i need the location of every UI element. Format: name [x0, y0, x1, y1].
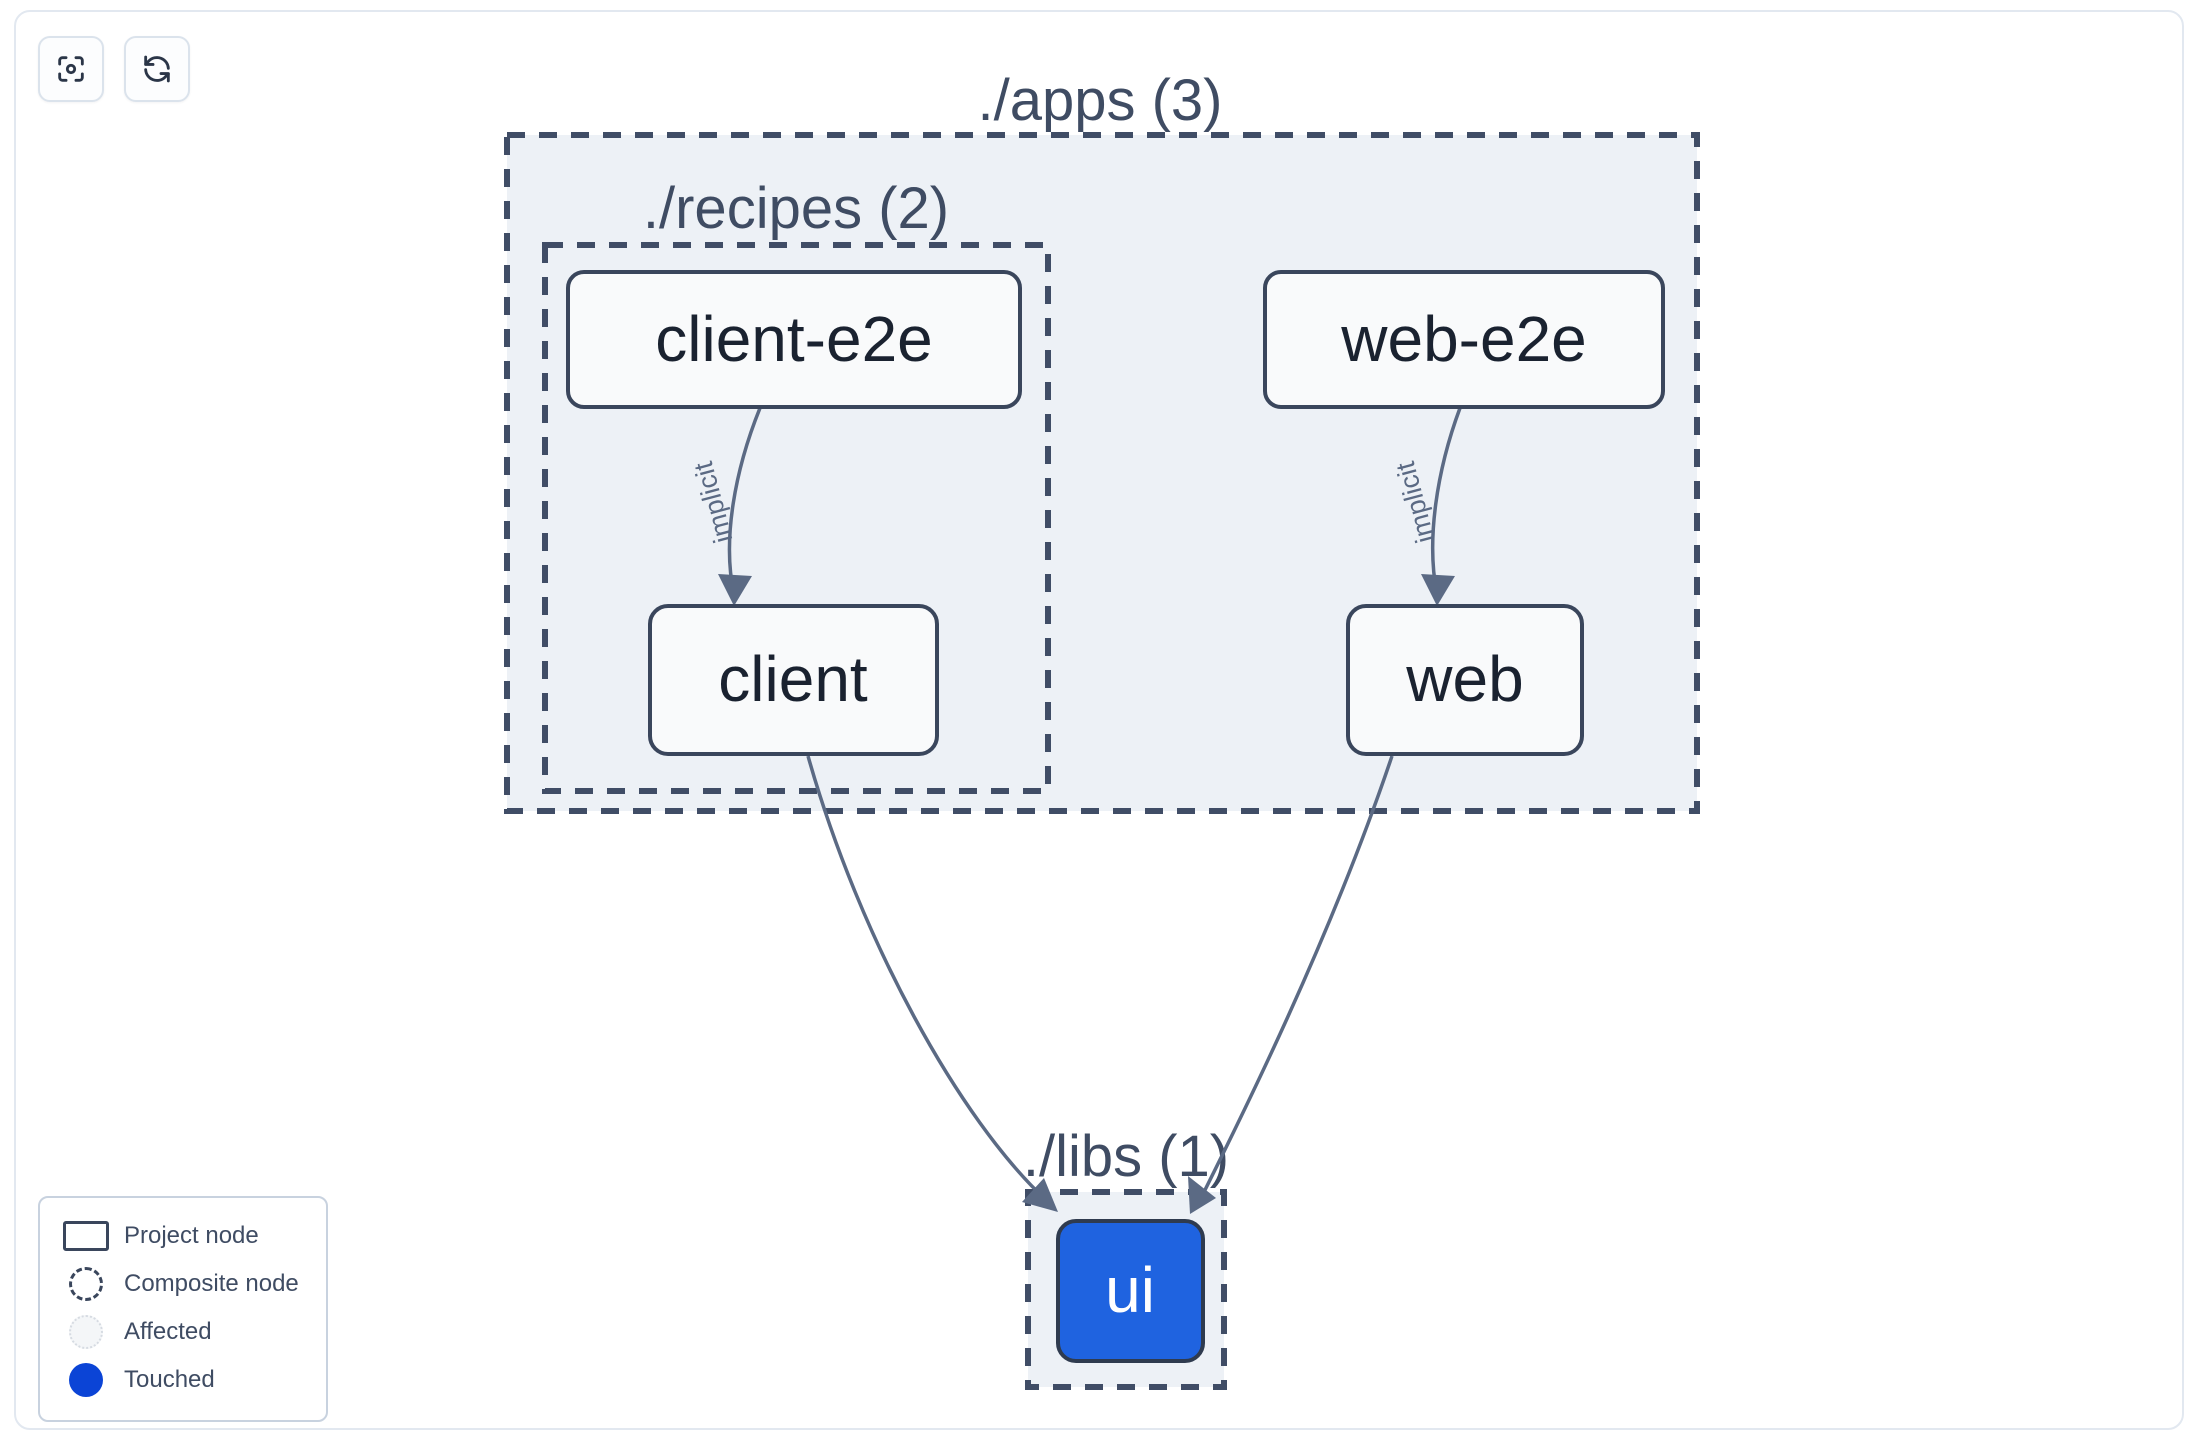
node-client-e2e-rect[interactable] — [566, 270, 1022, 409]
legend-item-affected: Affected — [58, 1308, 308, 1356]
project-node-swatch — [58, 1221, 114, 1251]
edge-web-to-ui-arrow — [1188, 1176, 1216, 1214]
focus-target-icon — [54, 52, 88, 86]
edge-client-to-ui-arrow — [1022, 1178, 1058, 1212]
touched-swatch — [58, 1363, 114, 1397]
node-client-e2e-label: client-e2e — [655, 303, 933, 375]
legend-label-touched: Touched — [124, 1366, 215, 1393]
group-recipes-label: ./recipes (2) — [643, 176, 949, 241]
node-client-label: client — [718, 643, 868, 715]
node-ui[interactable]: ui — [1056, 1219, 1205, 1363]
edge-web-to-ui-path — [1198, 755, 1394, 1201]
node-client[interactable]: client — [648, 604, 939, 756]
graph-toolbar — [38, 36, 190, 102]
node-client-rect[interactable] — [648, 604, 939, 756]
focus-button[interactable] — [38, 36, 104, 102]
edge-web-to-ui[interactable] — [1188, 755, 1394, 1214]
legend-label-project-node: Project node — [124, 1222, 259, 1249]
edge-client-to-ui[interactable] — [806, 755, 1058, 1212]
refresh-button[interactable] — [124, 36, 190, 102]
node-web-e2e[interactable]: web-e2e — [1263, 270, 1665, 409]
edge-client-e2e-to-client-arrow — [718, 574, 752, 606]
edge-web-e2e-to-web-arrow — [1421, 574, 1455, 606]
affected-swatch — [58, 1315, 114, 1349]
legend-label-composite-node: Composite node — [124, 1270, 299, 1297]
group-libs-label: ./libs (1) — [1023, 1124, 1229, 1189]
graph-legend: Project node Composite node Affected Tou… — [38, 1196, 328, 1422]
nodes-layer: client-e2e web-e2e client web ui — [566, 270, 1665, 1363]
legend-item-touched: Touched — [58, 1356, 308, 1404]
edge-web-e2e-to-web-path — [1430, 407, 1462, 595]
node-web-e2e-label: web-e2e — [1340, 303, 1587, 375]
node-web-rect[interactable] — [1346, 604, 1584, 756]
node-ui-label: ui — [1105, 1254, 1155, 1326]
legend-item-composite-node: Composite node — [58, 1260, 308, 1308]
edge-client-e2e-to-client-path — [727, 407, 762, 595]
node-web-e2e-rect[interactable] — [1263, 270, 1665, 409]
edge-client-to-ui-path — [806, 755, 1048, 1202]
composite-node-swatch — [58, 1267, 114, 1301]
node-ui-rect[interactable] — [1056, 1219, 1205, 1363]
refresh-icon — [140, 52, 174, 86]
legend-label-affected: Affected — [124, 1318, 212, 1345]
group-apps-label: ./apps (3) — [978, 68, 1223, 133]
legend-item-project-node: Project node — [58, 1212, 308, 1260]
node-web[interactable]: web — [1346, 604, 1584, 756]
node-client-e2e[interactable]: client-e2e — [566, 270, 1022, 409]
node-web-label: web — [1405, 643, 1523, 715]
